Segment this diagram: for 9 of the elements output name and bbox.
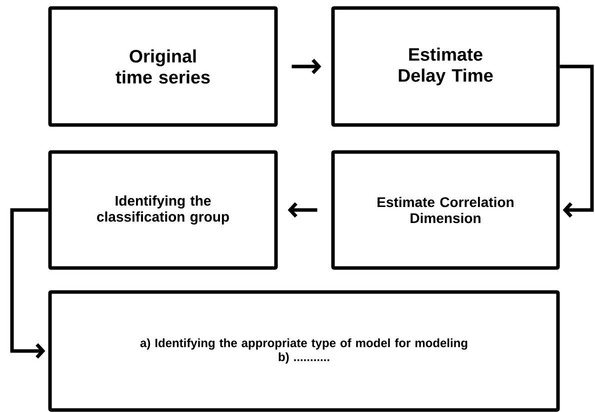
process-box: a) Identifying the appropriate type of model for modeling b) ........... (48, 290, 560, 412)
process-box: Identifying the classification group (48, 150, 278, 270)
arrow (560, 64, 594, 218)
arrow (288, 202, 318, 218)
process-box: Estimate Correlation Dimension (331, 150, 560, 270)
process-box: Original time series (48, 6, 278, 127)
arrow (292, 58, 322, 74)
process-box: Estimate Delay Time (331, 6, 560, 127)
arrow (10, 208, 48, 359)
